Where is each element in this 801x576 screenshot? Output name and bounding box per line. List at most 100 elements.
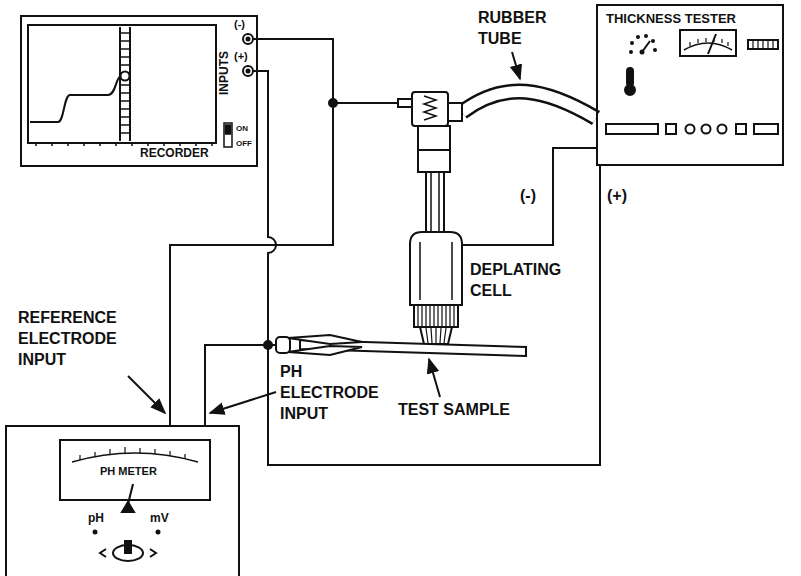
thickness-tester-box: THICKNESS TESTER (596, 4, 784, 166)
tester-panel-icons (625, 85, 635, 95)
tester-panel-icons (666, 124, 676, 134)
mode-label: pH (88, 512, 104, 526)
tester-panel-icons (684, 43, 732, 50)
deplating-cell (431, 172, 439, 232)
deplating-cell (420, 242, 452, 300)
deplating-cell (448, 103, 462, 121)
ph-meter-dial (122, 502, 134, 512)
power-switch (224, 123, 232, 147)
tester-panel-icons (754, 124, 778, 134)
leader-arrow (128, 52, 520, 413)
ph-meter-dial (124, 540, 132, 554)
recorder-box: INPUTS (-) (+) ON OFF RECORDER (20, 15, 258, 167)
recorder-screen (28, 25, 216, 143)
mode-label: mV (150, 512, 169, 526)
device-name: RECORDER (140, 147, 209, 161)
rubber-tube (462, 91, 596, 118)
part-label: RUBBER TUBE (478, 8, 558, 50)
tester-panel-icons (627, 68, 633, 86)
deplating-cell (414, 305, 458, 327)
recorder-terminals (243, 34, 253, 44)
tester-panel-icons (653, 48, 657, 52)
input-label: PH ELECTRODE INPUT (280, 362, 390, 424)
tester-negative-wire (462, 148, 596, 245)
tester-panel-icons (753, 40, 773, 49)
tester-panel-icons (736, 124, 746, 134)
test-sample (288, 346, 362, 355)
rubber-tube (462, 91, 596, 118)
switch-label: ON (236, 124, 248, 133)
recorder-screen (120, 27, 130, 141)
leader-arrow (429, 359, 440, 397)
recorder-terminals (243, 66, 253, 76)
terminal-sign: (+) (234, 50, 248, 63)
ph-meter-box: PH METER pH mV (5, 425, 240, 576)
tester-panel-icons (690, 38, 728, 46)
deplating-cell (329, 92, 462, 344)
deplating-cell (333, 102, 398, 104)
tester-panel-icons (718, 125, 727, 134)
input-label: REFERENCE ELECTRODE INPUT (18, 308, 143, 370)
tester-panel-icons (606, 30, 778, 134)
inputs-label: INPUTS (218, 51, 232, 95)
switch-label: OFF (236, 139, 252, 148)
recorder-screen (28, 25, 216, 146)
wire (205, 71, 276, 425)
tester-panel-icons (644, 34, 648, 38)
recorder-terminals (247, 38, 250, 41)
recorder-terminals (247, 70, 250, 73)
deplating-cell (412, 92, 448, 126)
deplating-cell (420, 327, 452, 344)
tester-panel-icons (702, 125, 711, 134)
terminal-sign: (-) (234, 18, 245, 31)
tester-panel-icons (686, 125, 695, 134)
deplating-cell (398, 99, 412, 107)
ph-meter-dial (60, 440, 210, 500)
device-name: THICKNESS TESTER (606, 12, 736, 27)
leader-arrow (512, 52, 520, 79)
device-name: PH METER (100, 465, 157, 478)
ph-meter-dial (156, 530, 161, 535)
test-sample (288, 335, 362, 344)
tester-panel-icons (630, 41, 634, 45)
deplating-cell (418, 305, 454, 327)
ph-meter-dial (100, 549, 156, 557)
tester-panel-icons (636, 35, 640, 39)
deplating-cell (418, 126, 450, 172)
tester-panel-icons (680, 30, 736, 56)
power-switch (226, 125, 231, 134)
recorder-screen (30, 76, 121, 122)
polarity-label: (-) (520, 186, 536, 207)
tester-panel-icons (629, 50, 633, 54)
deplating-cell (426, 328, 446, 343)
deplating-cell (424, 96, 436, 120)
recorder-screen (36, 143, 212, 146)
part-label: TEST SAMPLE (398, 400, 510, 421)
tester-panel-icons (606, 124, 658, 134)
rubber-tube (462, 91, 596, 118)
recorder-screen (120, 33, 130, 133)
leader-arrow (128, 376, 165, 413)
test-sample (276, 337, 290, 353)
wire (205, 166, 600, 465)
polarity-label: (+) (607, 186, 627, 207)
power-switch (224, 123, 232, 147)
recorder-screen (121, 72, 130, 81)
deplating-cell (426, 172, 444, 232)
tester-panel-icons (651, 39, 655, 43)
deplating-cell (418, 149, 450, 151)
deplating-cell (410, 232, 462, 305)
test-sample (264, 335, 526, 356)
leader-arrow (210, 392, 276, 413)
tester-panel-icons (748, 40, 778, 49)
tester-panel-icons (708, 34, 716, 54)
ph-meter-dial (60, 440, 210, 561)
wire (170, 39, 333, 425)
ph-meter-dial (80, 447, 185, 460)
ph-meter-dial (93, 530, 98, 535)
tester-negative-wire (462, 148, 596, 245)
tester-panel-icons (642, 41, 650, 52)
